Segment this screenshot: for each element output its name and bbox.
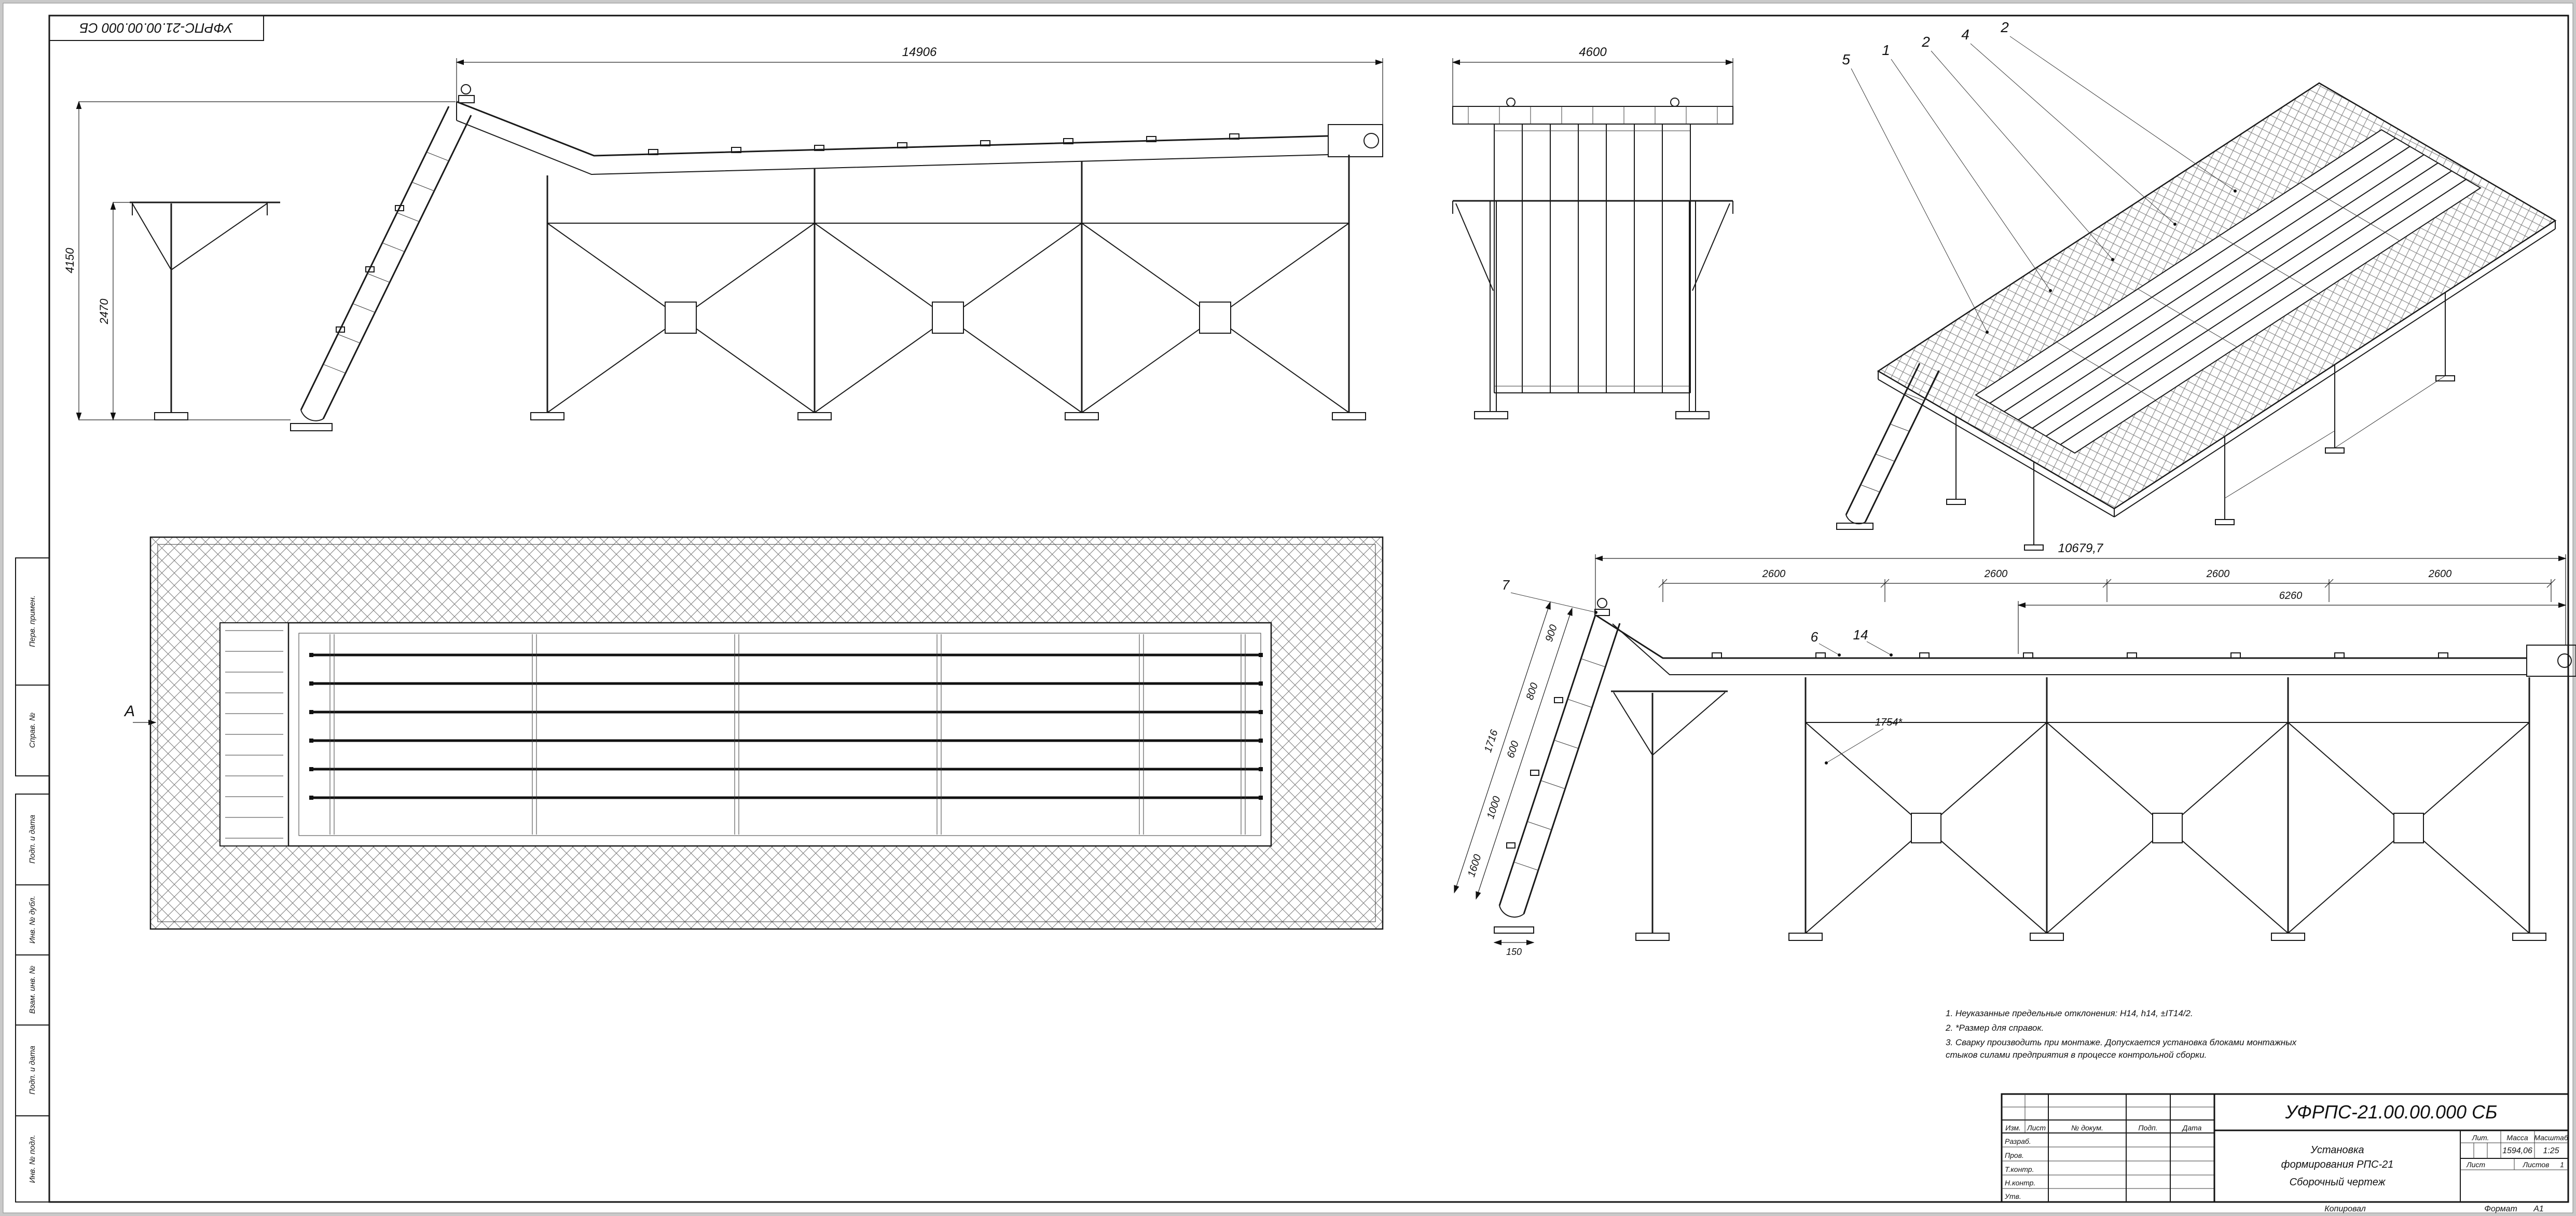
tb-header-cell: Изм. xyxy=(2005,1124,2021,1132)
dim-overall-length: 14906 xyxy=(902,45,937,59)
iso-callouts: 5 1 2 4 2 xyxy=(1842,19,2237,334)
margin-stamp-label: Инв. № подл. xyxy=(28,1135,37,1183)
tb-row-label: Разраб. xyxy=(2005,1137,2031,1145)
format-label: Формат xyxy=(2484,1205,2517,1213)
callout-number: 2 xyxy=(2000,19,2009,35)
tb-scale-value: 1:25 xyxy=(2543,1146,2559,1155)
margin-stamp-label: Подп. и дата xyxy=(28,1046,37,1095)
tb-header-cell: № докум. xyxy=(2071,1124,2103,1132)
dim-width: 4600 xyxy=(1579,45,1607,59)
dim-span: 2600 xyxy=(2428,568,2452,580)
note-line: 2. *Размер для справок. xyxy=(1945,1023,2044,1033)
callout-number: 5 xyxy=(1842,51,1850,67)
margin-stamp-label: Перв. примен. xyxy=(28,595,37,647)
callout-number: 14 xyxy=(1853,627,1868,643)
tb-lit-label: Лит. xyxy=(2472,1133,2489,1142)
dim-span: 2600 xyxy=(1762,568,1786,580)
margin-stamp-label: Справ. № xyxy=(28,713,37,748)
dim-span: 2600 xyxy=(2206,568,2230,580)
tb-name-line: Установка xyxy=(2310,1144,2364,1156)
tb-header-cell: Дата xyxy=(2182,1124,2202,1132)
callout-number: 1 xyxy=(1882,42,1890,58)
dim-span: 2600 xyxy=(1984,568,2008,580)
margin-stamp-label: Подп. и дата xyxy=(28,815,37,864)
tb-sheets-label: Листов xyxy=(2523,1160,2550,1169)
dim-total-height: 4150 xyxy=(63,248,76,274)
margin-stamp-label: Инв. № дубл. xyxy=(28,896,37,944)
dim-platform-height: 2470 xyxy=(98,298,111,325)
side-view: 14906 4150 2470 xyxy=(63,45,1384,431)
copied-label: Копировал xyxy=(2324,1205,2366,1213)
callout-number: 4 xyxy=(1961,26,1969,43)
tb-row-label: Утв. xyxy=(2004,1192,2021,1200)
note-line: стыков силами предприятия в процессе кон… xyxy=(1946,1050,2207,1060)
tb-sheets-value: 1 xyxy=(2560,1160,2564,1169)
tb-name-line: формирования РПС-21 xyxy=(2281,1159,2394,1170)
tb-row-label: Н.контр. xyxy=(2005,1179,2035,1187)
tb-name-line: Сборочный чертеж xyxy=(2290,1177,2386,1188)
note-line: 3. Сварку производить при монтаже. Допус… xyxy=(1946,1037,2297,1047)
note-line: 1. Неуказанные предельные отклонения: Н1… xyxy=(1946,1008,2193,1018)
corner-designation: УФРПС-21.00.00.000 СБ xyxy=(79,20,233,36)
margin-stamps: Перв. примен. Справ. № Подп. и дата Инв.… xyxy=(15,557,50,1203)
plan-view: А xyxy=(123,536,1384,930)
tb-sheet-label: Лист xyxy=(2466,1160,2485,1169)
dim-mid: 1754* xyxy=(1875,717,1903,728)
end-view: 4600 xyxy=(1452,45,1734,419)
dim-overall-length: 10679,7 xyxy=(2058,541,2104,555)
tb-mass-label: Масса xyxy=(2506,1133,2528,1142)
title-block: Изм. Лист № докум. Подп. Дата Разраб. Пр… xyxy=(2001,1093,2569,1203)
tb-row-label: Пров. xyxy=(2005,1151,2024,1159)
plan-conveyor xyxy=(287,622,1272,847)
technical-notes: 1. Неуказанные предельные отклонения: Н1… xyxy=(1945,1008,2297,1060)
section-label: А xyxy=(123,703,135,720)
format-value: А1 xyxy=(2533,1205,2544,1213)
callout-number: 7 xyxy=(1502,577,1510,593)
tb-mass-value: 1594,06 xyxy=(2502,1146,2532,1155)
tb-header-cell: Лист xyxy=(2027,1124,2046,1132)
margin-stamp-label: Взам. инв. № xyxy=(28,966,37,1014)
tb-header-cell: Подп. xyxy=(2138,1124,2157,1132)
side-view-dimensions: 14906 4150 2470 xyxy=(63,45,1384,421)
end-view-dimensions: 4600 xyxy=(1452,45,1734,106)
tb-row-label: Т.контр. xyxy=(2005,1165,2034,1173)
callout-number: 2 xyxy=(1921,34,1930,50)
iso-conveyor-opening xyxy=(1975,129,2482,454)
callout-number: 6 xyxy=(1811,629,1819,645)
tb-scale-label: Масштаб xyxy=(2534,1133,2569,1142)
dim-right-section: 6260 xyxy=(2279,590,2303,602)
corner-stamp: УФРПС-21.00.00.000 СБ xyxy=(49,15,264,41)
iso-view: 5 1 2 4 2 xyxy=(1836,19,2557,551)
lifting-eye xyxy=(1597,598,1607,608)
tb-designation: УФРПС-21.00.00.000 СБ xyxy=(2285,1101,2498,1123)
dim-foot: 150 xyxy=(1506,947,1522,957)
lifting-eye xyxy=(461,84,471,94)
